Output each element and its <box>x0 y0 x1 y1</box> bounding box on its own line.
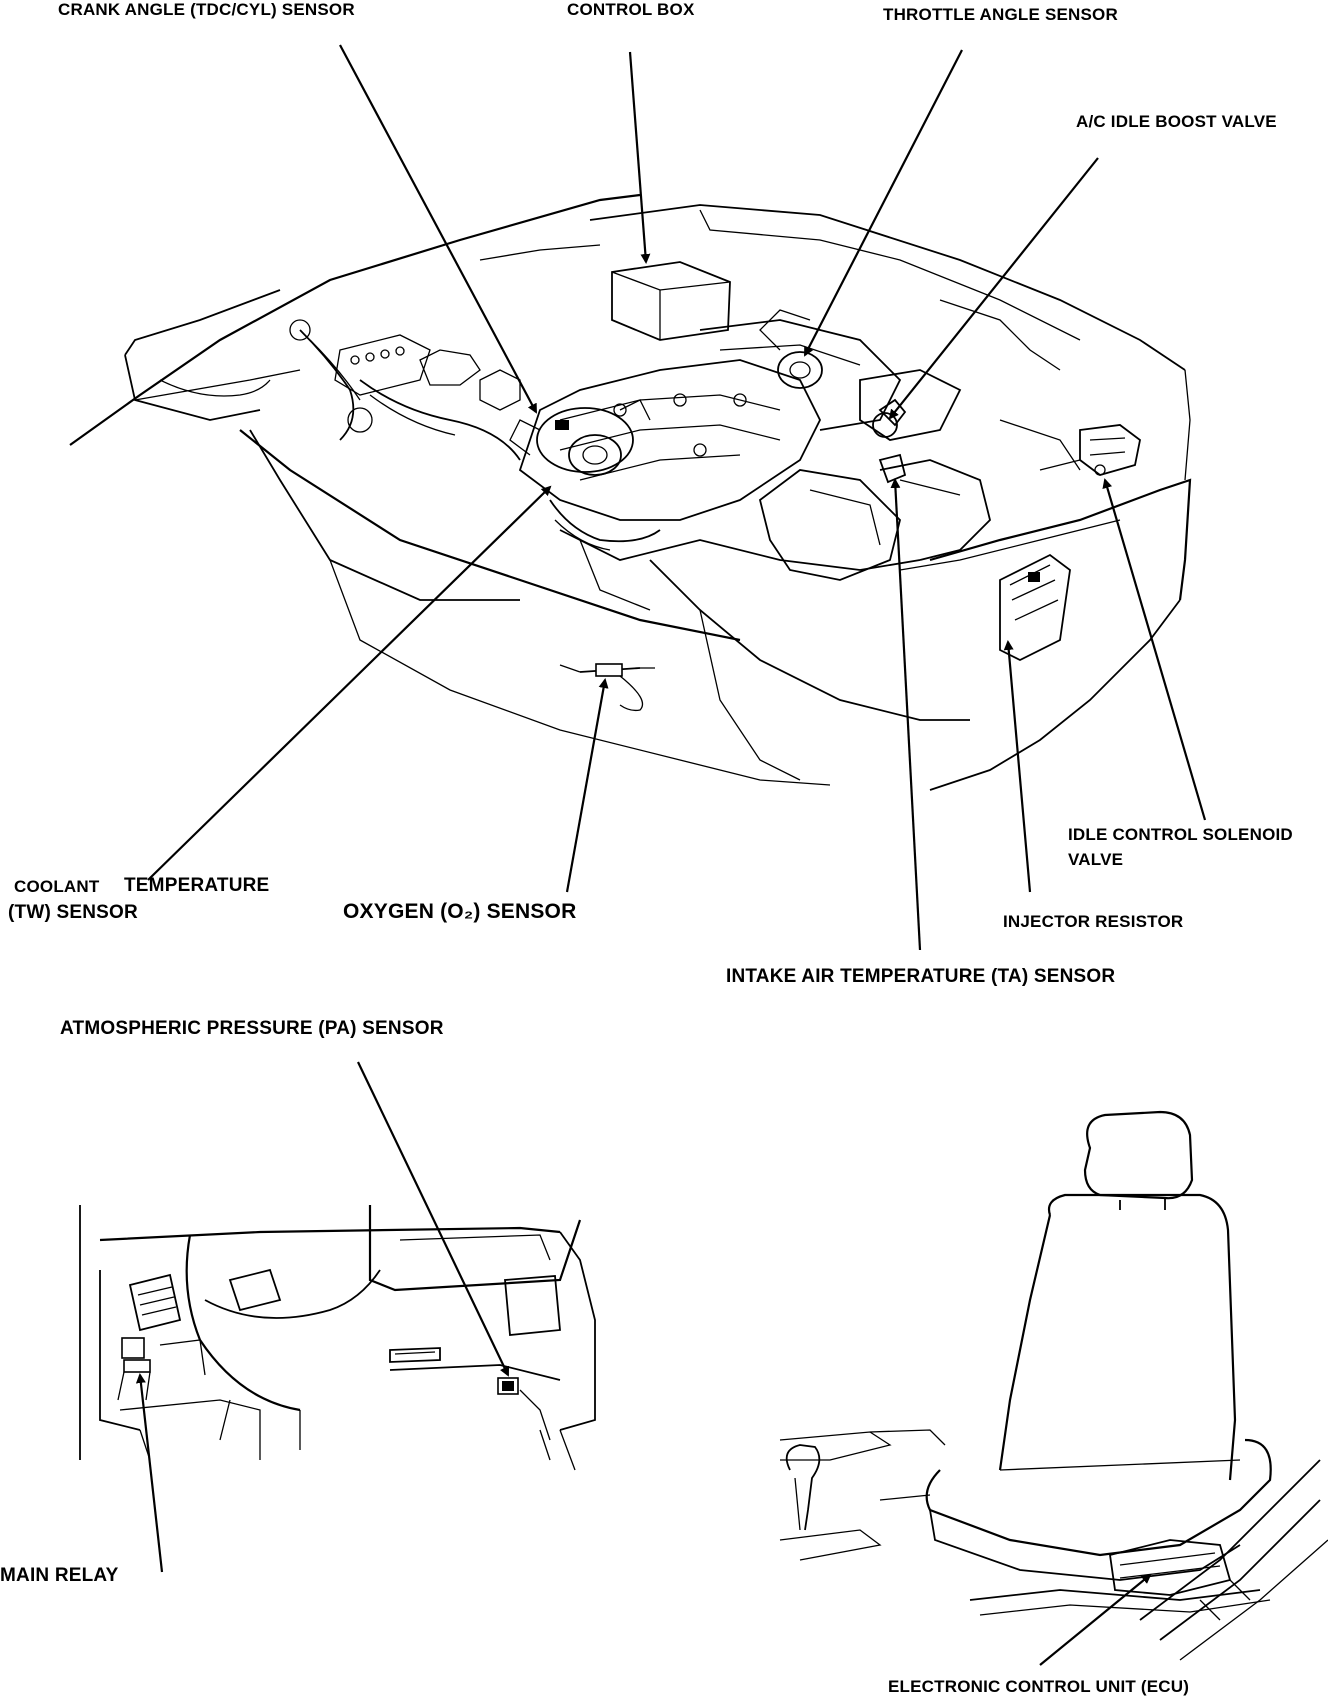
leader-coolant <box>147 485 552 881</box>
label-coolant: COOLANT <box>14 877 100 896</box>
label-atmospheric-pressure-sensor: ATMOSPHERIC PRESSURE (PA) SENSOR <box>60 1018 444 1039</box>
leader-main-relay <box>135 1373 164 1573</box>
label-temperature: TEMPERATURE <box>124 875 270 896</box>
leader-ecu <box>1039 1573 1152 1666</box>
leader-intake-air <box>890 478 922 951</box>
label-idle-control-solenoid-line2: VALVE <box>1068 850 1124 869</box>
label-injector-resistor: INJECTOR RESISTOR <box>1003 912 1184 931</box>
leader-lines <box>135 44 1207 1666</box>
label-oxygen-sensor: OXYGEN (O₂) SENSOR <box>343 900 577 923</box>
label-ac-idle-boost-valve: A/C IDLE BOOST VALVE <box>1076 112 1277 131</box>
engine-bay-illustration <box>69 193 1192 791</box>
label-ecu: ELECTRONIC CONTROL UNIT (ECU) <box>888 1677 1190 1696</box>
leader-ac-idle-boost <box>888 157 1099 420</box>
label-main-relay: MAIN RELAY <box>0 1565 119 1586</box>
leader-control-box <box>628 51 651 264</box>
dashboard-illustration <box>79 1205 596 1471</box>
leader-throttle-angle <box>804 49 963 357</box>
label-idle-control-solenoid-line1: IDLE CONTROL SOLENOID <box>1068 825 1293 844</box>
leader-crank-angle <box>339 44 537 414</box>
leader-atmospheric <box>357 1061 510 1377</box>
leader-idle-control <box>1102 478 1207 821</box>
label-intake-air-temperature-sensor: INTAKE AIR TEMPERATURE (TA) SENSOR <box>726 966 1116 987</box>
label-throttle-angle-sensor: THROTTLE ANGLE SENSOR <box>883 5 1118 24</box>
seat-illustration <box>779 1110 1328 1661</box>
label-control-box: CONTROL BOX <box>567 0 695 19</box>
label-tw-sensor: (TW) SENSOR <box>8 902 138 923</box>
leader-oxygen <box>565 678 609 893</box>
label-crank-angle-sensor: CRANK ANGLE (TDC/CYL) SENSOR <box>58 0 355 19</box>
leader-injector-resistor <box>1003 640 1032 893</box>
